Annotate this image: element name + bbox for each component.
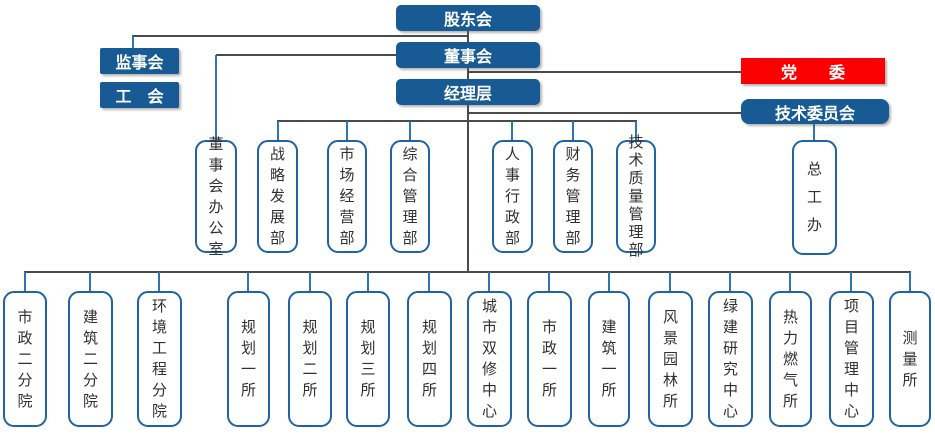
unit-green-building-research-center: 绿建研究中心 [708,291,753,427]
connector [729,272,731,291]
connector [488,272,490,291]
connector [789,272,791,291]
unit-planning-institute-3: 规划三所 [346,291,390,427]
dept-finance-management: 财务管理部 [553,140,593,253]
unit-architecture-branch-2: 建筑二分院 [68,291,113,427]
dept-market-operation: 市场经营部 [327,140,367,253]
connector [511,121,513,140]
dept-label: 市场经营部 [339,145,355,247]
node-label: 党 委 [780,63,845,82]
connector [467,68,469,79]
connector [813,124,815,140]
connector [277,120,637,122]
dept-label: 财务管理部 [565,145,581,247]
node-labor-union: 工 会 [100,82,179,108]
dept-label: 人事行政部 [504,145,520,247]
unit-architecture-institute-1: 建筑一所 [588,291,630,427]
unit-environmental-engineering-branch: 环境工程分院 [137,291,182,427]
unit-label: 建筑二分院 [82,307,98,410]
connector [132,35,468,37]
connector [468,112,741,114]
dept-strategic-development: 战略发展部 [257,140,298,253]
unit-planning-institute-4: 规划四所 [407,291,452,427]
node-label: 股东会 [443,10,492,29]
connector [850,272,852,291]
connector [158,272,160,291]
dept-chief-engineer-office: 总工办 [792,140,837,255]
unit-label: 风景园林所 [662,307,678,410]
unit-municipal-institute-1: 市政一所 [527,291,572,427]
unit-urban-renewal-center: 城市双修中心 [467,291,512,427]
node-supervisory-board: 监事会 [100,48,179,74]
connector [89,272,91,291]
node-management-level: 经理层 [396,79,540,105]
connector [346,121,348,140]
connector [635,121,637,140]
node-label: 工 会 [115,87,164,106]
unit-planning-institute-2: 规划二所 [288,291,332,427]
node-party-committee: 党 委 [741,58,885,84]
dept-label: 战略发展部 [269,145,285,247]
unit-landscape-institute: 风景园林所 [648,291,693,427]
unit-label: 环境工程分院 [151,297,167,420]
connector [468,71,741,73]
unit-label: 市政一所 [541,318,557,399]
connector [608,272,610,291]
connector [215,55,217,140]
unit-label: 规划四所 [421,318,437,399]
connector [277,121,279,140]
unit-project-management-center: 项目管理中心 [829,291,874,427]
dept-label: 技术质量管理部 [628,133,644,259]
unit-label: 建筑一所 [601,318,617,399]
unit-label: 规划三所 [360,318,376,399]
connector [909,272,911,291]
unit-label: 测量所 [902,328,918,389]
unit-label: 项目管理中心 [843,297,859,420]
connector [409,121,411,140]
connector [367,272,369,291]
unit-thermal-gas-institute: 热力燃气所 [769,291,812,427]
unit-label: 市政二分院 [17,307,33,410]
node-label: 监事会 [115,53,164,72]
unit-label: 城市双修中心 [481,297,497,420]
unit-label: 绿建研究中心 [722,297,738,420]
connector [572,121,574,140]
node-technical-committee: 技术委员会 [741,99,889,124]
dept-board-office: 董事会办公室 [195,134,237,258]
dept-label: 董事会办公室 [208,134,224,258]
connector [309,272,311,291]
unit-label: 规划一所 [240,318,256,399]
connector [24,271,911,273]
dept-label: 总工办 [806,160,822,234]
dept-hr-administration: 人事行政部 [492,140,533,253]
node-board-of-directors: 董事会 [396,42,540,68]
connector [132,36,134,48]
dept-general-management: 综合管理部 [390,140,430,253]
connector [247,272,249,291]
node-label: 董事会 [443,47,492,66]
unit-label: 热力燃气所 [782,307,798,410]
unit-label: 规划二所 [302,318,318,399]
connector [216,54,396,56]
unit-survey-institute: 测量所 [889,291,931,427]
dept-tech-quality-management: 技术质量管理部 [616,133,656,259]
node-label: 经理层 [443,84,492,103]
connector [548,272,550,291]
connector [669,272,671,291]
connector [428,272,430,291]
node-label: 技术委员会 [774,103,855,123]
connector [467,31,469,42]
unit-planning-institute-1: 规划一所 [227,291,270,427]
connector [24,272,26,291]
unit-municipal-branch-2: 市政二分院 [3,291,47,427]
connector [467,105,469,273]
node-shareholders-meeting: 股东会 [396,5,540,31]
dept-label: 综合管理部 [402,145,418,247]
